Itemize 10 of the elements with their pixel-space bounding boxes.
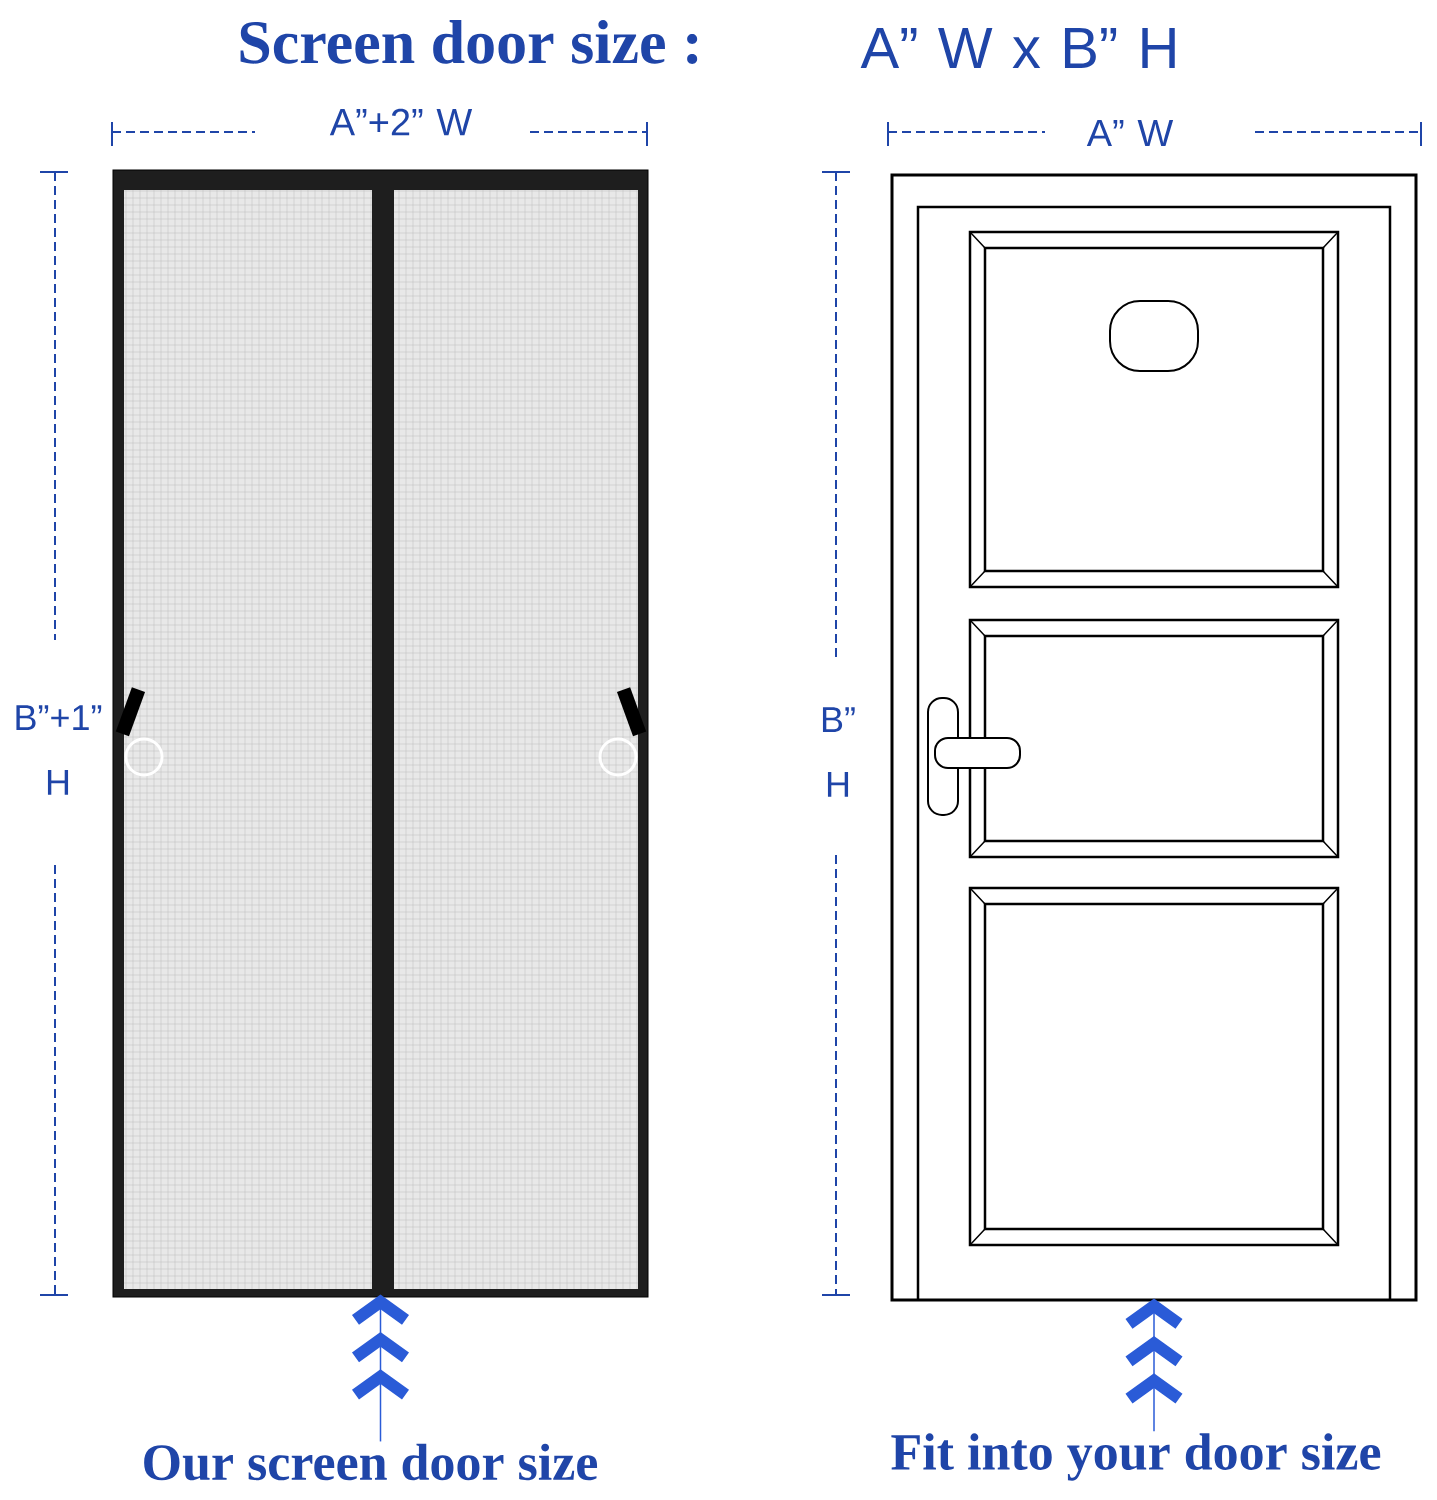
dimension-label: A” W: [1086, 119, 1174, 147]
caption: Our screen door size: [144, 1443, 598, 1481]
dimension-label: B” H: [822, 707, 855, 797]
dimension-label: B”+1” H: [16, 705, 102, 795]
dimension-label: A”+2” W: [329, 108, 473, 136]
dimension-formula: A” W x B” H: [860, 28, 1175, 68]
chevron-arrow: [1125, 1298, 1183, 1432]
title: Screen door size :: [240, 20, 698, 64]
chevron-arrow: [352, 1294, 409, 1443]
caption: Fit into your door size: [891, 1433, 1381, 1481]
